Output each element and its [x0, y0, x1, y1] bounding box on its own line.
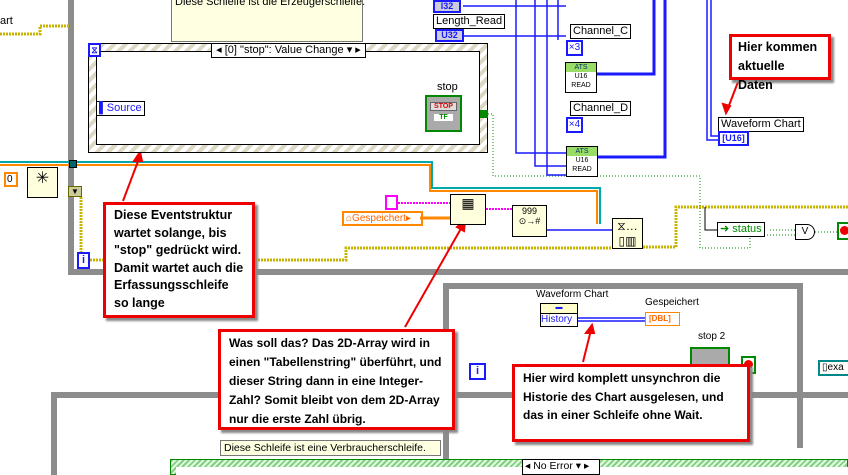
- callout-hier-kommen: Hier kommen aktuelle Daten: [729, 34, 831, 92]
- exa-label: exa: [827, 362, 844, 373]
- stop-label: stop: [437, 81, 458, 93]
- shift-register: [69, 160, 77, 168]
- history-property-node[interactable]: ▬History: [540, 303, 578, 327]
- stop-button-terminal[interactable]: STOP TF: [425, 95, 462, 132]
- length-read-label: Length_Read: [433, 14, 506, 29]
- read-label: READ: [571, 82, 591, 89]
- case-selector[interactable]: ◂ No Error ▾ ▸: [522, 459, 600, 475]
- callout-hier-wird: Hier wird komplett unsynchron die Histor…: [512, 364, 750, 442]
- tf-label: TF: [434, 114, 453, 121]
- i32-terminal: I32: [433, 0, 461, 13]
- array-to-spreadsheet-node[interactable]: ▦: [450, 194, 486, 225]
- empty-array-constant: [385, 195, 398, 210]
- waveform-chart-label-2: Waveform Chart: [536, 289, 609, 300]
- case-structure-frame: [176, 467, 848, 475]
- status-indicator: ➜ status: [717, 222, 765, 237]
- bool-tunnel: [480, 110, 488, 118]
- error-tunnel-icon: ▼: [68, 186, 82, 197]
- read-label: READ: [572, 166, 592, 173]
- wait-notifier-node[interactable]: ⧖…▯▥: [612, 218, 643, 249]
- case-selector-label: No Error: [533, 460, 573, 472]
- waveform-chart-label: Waveform Chart: [718, 117, 804, 132]
- x3-constant: ×3: [566, 40, 583, 56]
- x4-constant: ×4: [566, 117, 583, 133]
- gespeichert-local-label: Gespeichert: [352, 213, 406, 224]
- event-case-selector[interactable]: ◂ [0] "stop": Value Change ▾ ▸: [211, 43, 366, 58]
- obtain-queue-icon[interactable]: ✳: [27, 167, 58, 198]
- gespeichert-terminal[interactable]: [DBL]: [645, 312, 680, 326]
- u16-label: U16: [575, 157, 589, 164]
- callout-eventstruktur: Diese Eventstruktur wartet solange, bis …: [103, 202, 255, 318]
- channel-d-label: Channel_D: [570, 101, 632, 116]
- callout-was-soll-das: Was soll das? Das 2D-Array wird in einen…: [218, 329, 455, 430]
- source-terminal: ▌Source: [96, 101, 145, 116]
- gespeichert-label: Gespeichert: [645, 297, 699, 308]
- event-structure-frame: [96, 51, 480, 145]
- consumer-comment: Diese Schleife ist eine Verbraucherschle…: [220, 440, 441, 456]
- source-label: Source: [106, 102, 142, 114]
- channel-c-label: Channel_C: [570, 24, 632, 39]
- zero-constant: 0: [4, 172, 18, 187]
- dbl-label: DBL: [651, 314, 669, 323]
- iteration-terminal-2: i: [469, 363, 486, 380]
- stop2-label: stop 2: [698, 331, 726, 342]
- loop-stop-terminal: [837, 222, 848, 240]
- exa-string-constant: ▯exa: [818, 360, 848, 376]
- status-label: status: [732, 223, 762, 235]
- u16-label: U16: [574, 73, 588, 80]
- stop-button-text: STOP: [430, 102, 457, 111]
- hourglass-icon: ⧖: [88, 43, 101, 57]
- string-to-number-node[interactable]: 999⊙→#: [512, 205, 547, 237]
- history-label: History: [541, 314, 573, 325]
- chart-label: art: [0, 15, 13, 27]
- ats-label: ATS: [567, 147, 597, 156]
- gespeichert-local[interactable]: ⌂Gespeichert▸: [342, 211, 423, 226]
- ats-label: ATS: [566, 63, 596, 72]
- event-case-label: [0] "stop": Value Change: [224, 44, 344, 56]
- u32-terminal: U32: [435, 29, 464, 42]
- or-gate: V: [795, 224, 815, 240]
- iteration-terminal: i: [77, 252, 90, 269]
- producer-comment: Diese Schleife ist die Erzeugerschleife.: [171, 0, 365, 42]
- waveform-chart-terminal[interactable]: [U16]: [718, 131, 749, 146]
